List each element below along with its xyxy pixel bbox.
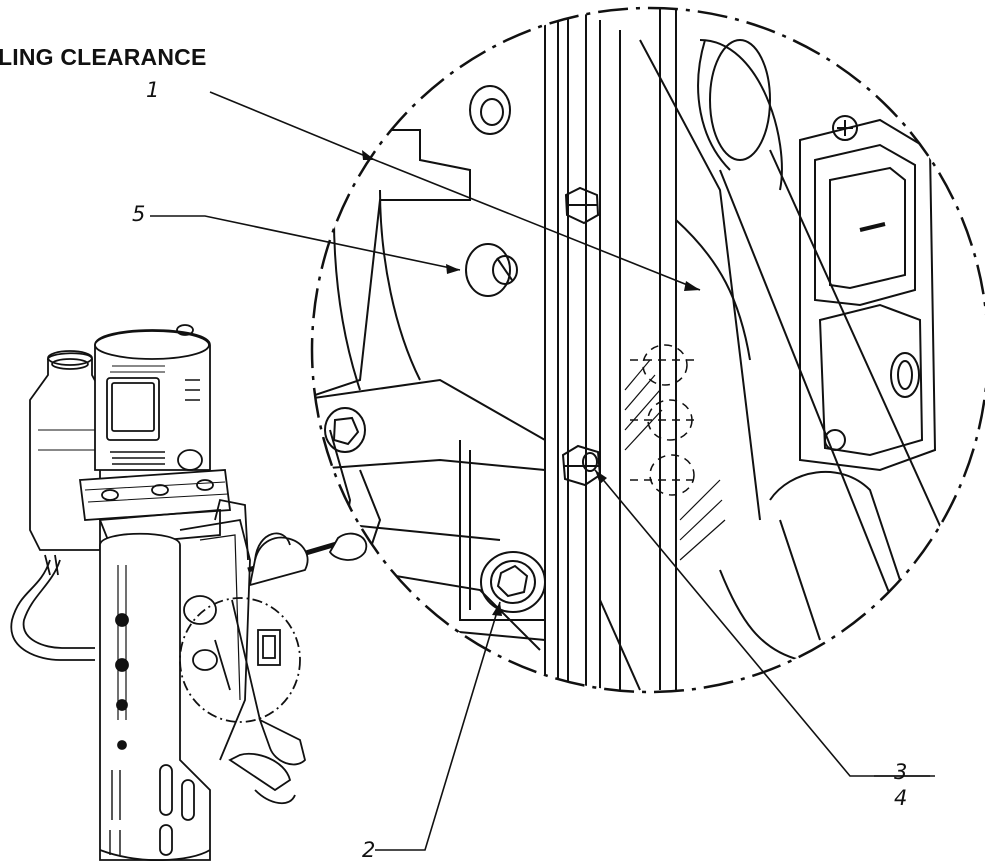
leader-arrowheads [362, 150, 700, 616]
callout-label-2: 2 [362, 838, 376, 862]
callout-label-5: 5 [132, 202, 146, 226]
callout-label-3: 3 [894, 760, 908, 784]
detail-magnified-view [312, 8, 961, 691]
detail-circle-outline [310, 6, 985, 694]
diagram-title: LING CLEARANCE [0, 44, 207, 70]
machine-overview [10, 324, 368, 862]
callout-label-1: 1 [146, 78, 160, 102]
leader-lines [150, 91, 935, 851]
callout-label-4: 4 [894, 786, 908, 810]
